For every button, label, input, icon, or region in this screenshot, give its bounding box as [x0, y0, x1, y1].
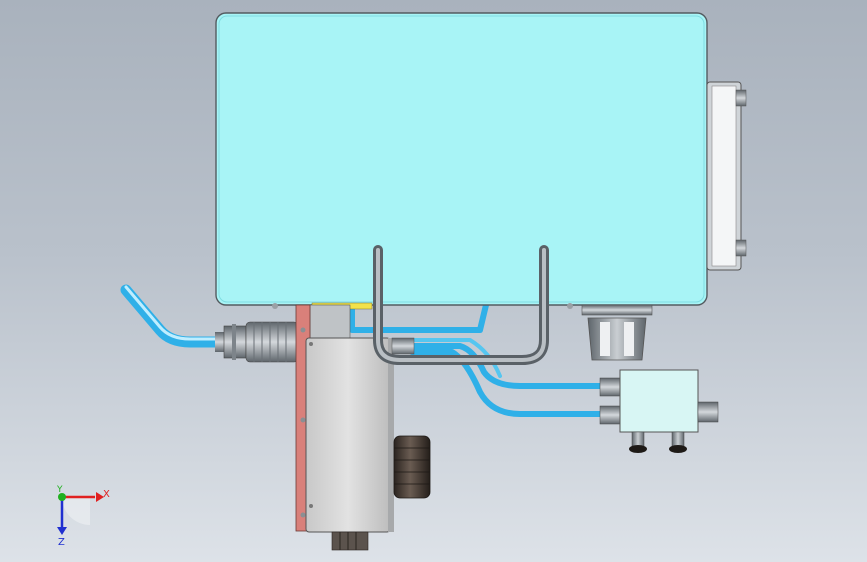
inlet-fitting: [215, 321, 299, 363]
valve-block: [599, 369, 719, 453]
steel-u-pipe: [373, 245, 549, 365]
axis-triad: X Y Z: [56, 485, 110, 548]
axis-z-label: Z: [58, 537, 65, 548]
upper-tube: [349, 302, 489, 333]
main-tank: [215, 12, 708, 310]
side-mounting-plate: [706, 81, 747, 271]
pipe-coupling: [391, 337, 415, 355]
drain-fitting: [581, 304, 653, 361]
axis-x-label: X: [103, 489, 110, 500]
axis-y-label: Y: [56, 485, 63, 495]
lower-tube-1: [387, 343, 607, 389]
electrical-enclosure: [295, 304, 431, 551]
lower-tube-3: [398, 338, 502, 378]
inlet-tube: [120, 284, 232, 348]
